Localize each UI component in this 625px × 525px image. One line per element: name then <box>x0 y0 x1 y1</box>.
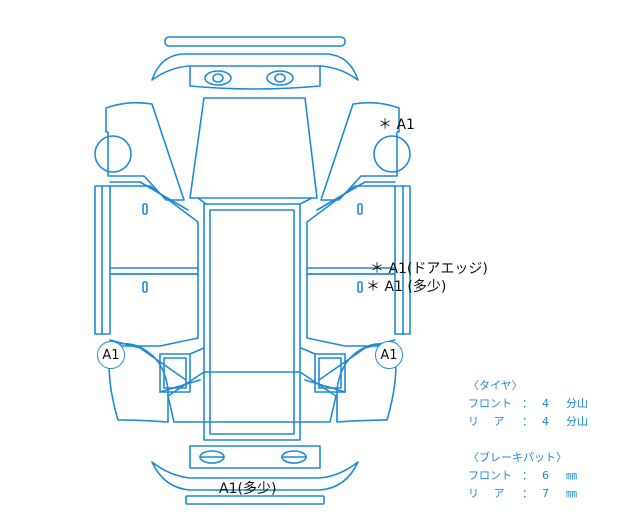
left-side-body <box>94 101 205 423</box>
rear-bumper <box>151 445 359 505</box>
damage-mark-rear-wheel-right: A1 <box>375 341 403 369</box>
damage-mark-rear-wheel-left: A1 <box>97 341 125 369</box>
right-side-body <box>300 101 411 423</box>
tire-rear-colon: ： <box>522 415 533 428</box>
rear-hatch <box>167 371 337 423</box>
tire-rear-label: リ ア <box>468 415 505 428</box>
tire-heading: 〈タイヤ〉 <box>468 379 523 392</box>
damage-mark-rear-bumper: A1(多少) <box>219 481 277 497</box>
tire-front-unit: 分山 <box>566 397 588 410</box>
tire-rear-unit: 分山 <box>566 415 588 428</box>
damage-mark-hood-right: ＊ A1 <box>378 117 415 133</box>
brake-pad-front-colon: ： <box>522 469 533 482</box>
front-bumper <box>151 36 359 90</box>
roof <box>197 197 313 441</box>
brake-pad-front-unit: ㎜ <box>566 469 577 482</box>
hood <box>189 97 318 199</box>
damage-mark-rear-wheel-right-text: A1 <box>380 347 398 363</box>
tire-front-value: 4 <box>542 397 549 410</box>
tire-rear-value: 4 <box>542 415 549 428</box>
damage-mark-rear-wheel-left-text: A1 <box>102 347 120 363</box>
tire-front-label: フロント <box>468 397 512 410</box>
brake-pad-front-value: 6 <box>542 469 549 482</box>
brake-pad-front-label: フロント <box>468 469 512 482</box>
brake-pad-rear-colon: ： <box>522 487 533 500</box>
brake-pad-rear-label: リ ア <box>468 487 505 500</box>
brake-pad-heading: 〈ブレーキパット〉 <box>468 451 567 464</box>
brake-pad-rear-unit: ㎜ <box>566 487 577 500</box>
brake-pad-rear-value: 7 <box>542 487 549 500</box>
damage-mark-door-edge-right: ＊ A1(ドアエッジ) <box>370 261 488 277</box>
damage-mark-rear-door-right: ＊ A1 (多少) <box>366 279 447 295</box>
tire-front-colon: ： <box>522 397 533 410</box>
